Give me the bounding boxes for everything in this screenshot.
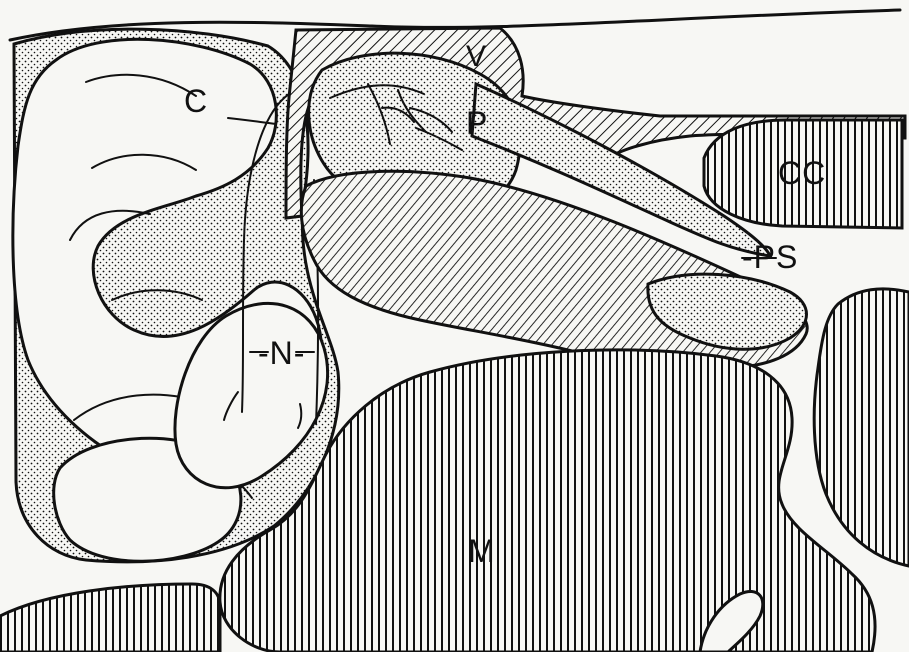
label-c: C <box>184 83 208 119</box>
label-n: -N- <box>258 335 305 371</box>
label-v: V <box>466 40 487 73</box>
label-cc: CC <box>778 155 826 191</box>
label-p: P <box>466 105 488 141</box>
label-ps: -PS <box>742 239 798 275</box>
label-m: M <box>468 533 496 569</box>
